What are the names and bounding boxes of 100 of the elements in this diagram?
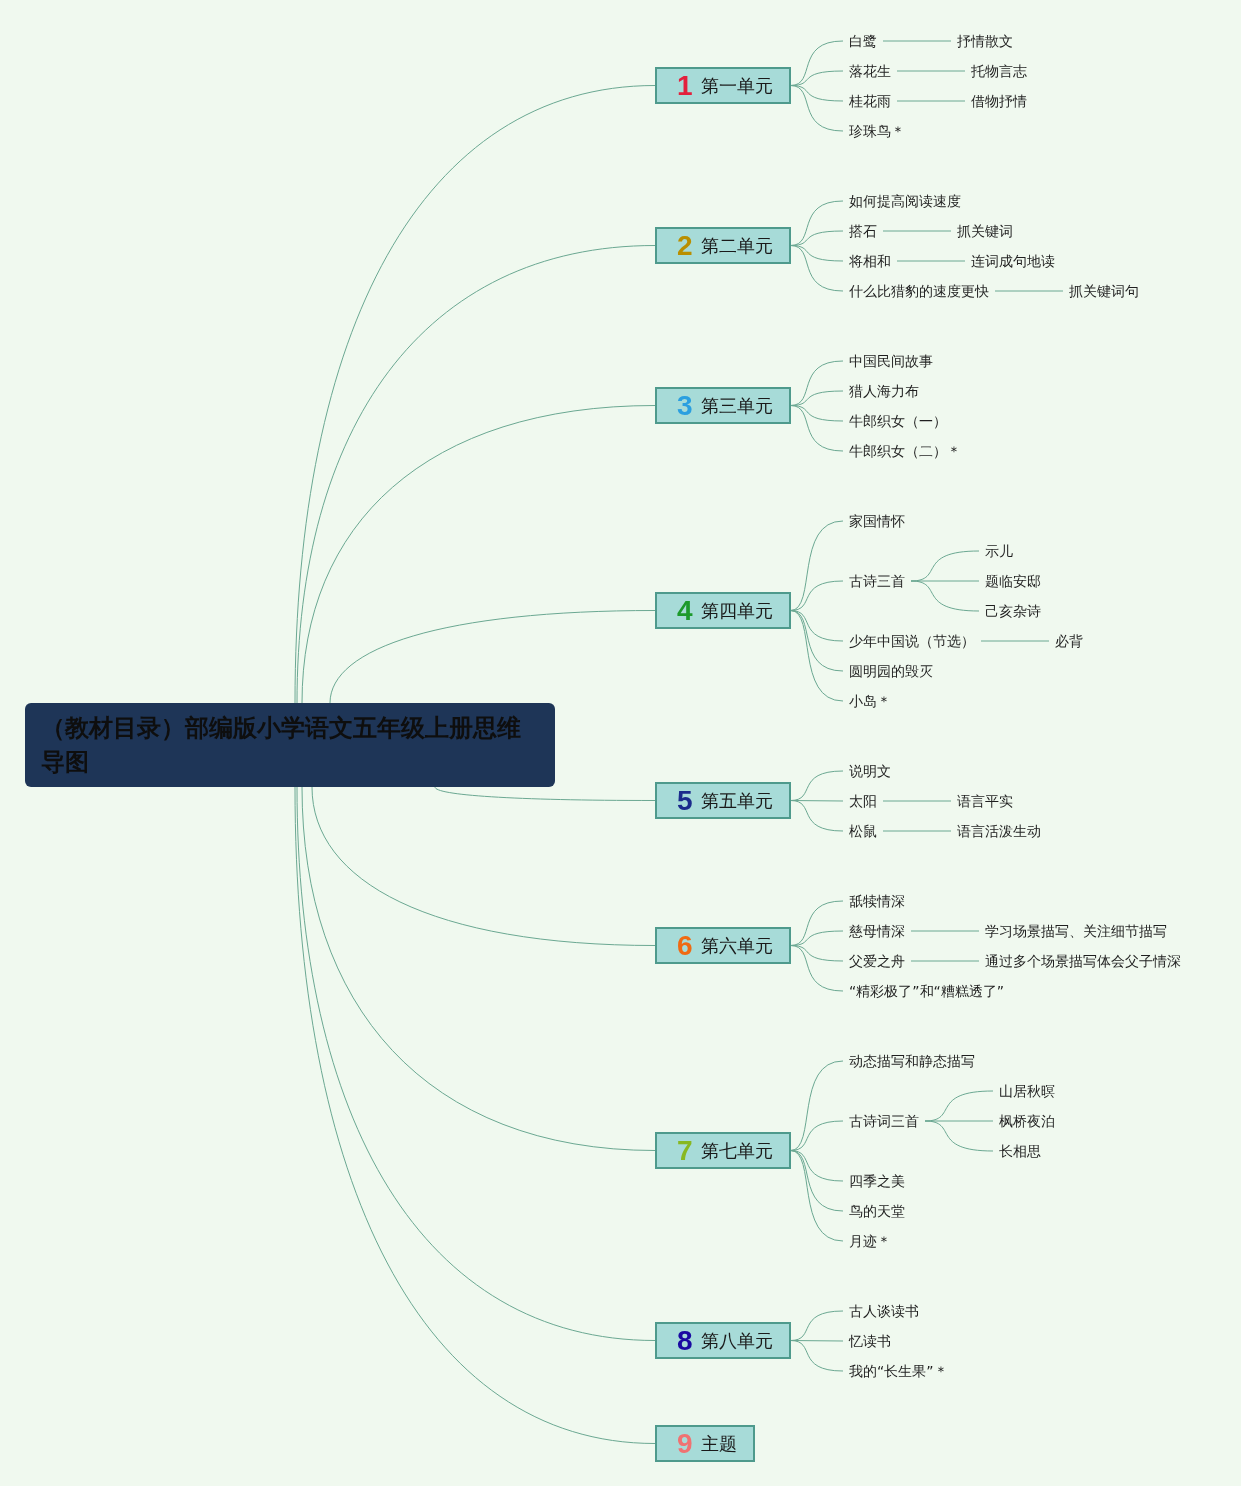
- connector-line: [790, 1060, 844, 1151]
- connector-line: [296, 786, 656, 1341]
- connector-line: [896, 260, 966, 262]
- connector-line: [896, 100, 966, 102]
- connector-line: [301, 786, 656, 1151]
- topic-label: 抒情散文: [951, 31, 1019, 51]
- connector-line: [790, 245, 844, 292]
- topic-label: 珍珠鸟＊: [843, 121, 911, 141]
- unit-box: [655, 1425, 755, 1462]
- topic-label: 家国情怀: [843, 511, 911, 531]
- connector-line: [296, 245, 656, 704]
- topic-label: 搭石: [843, 221, 883, 241]
- topic-label: 连词成句地读: [965, 251, 1061, 271]
- connector-line: [790, 610, 844, 702]
- topic-label: 月迹＊: [843, 1231, 897, 1251]
- connector-line: [790, 800, 844, 832]
- unit-title: 主题: [700, 1432, 737, 1456]
- topic-label: 说明文: [843, 761, 897, 781]
- unit-box: [655, 67, 791, 104]
- topic-label: 我的“长生果”＊: [843, 1361, 954, 1381]
- unit-number: 7: [677, 1136, 693, 1165]
- unit-box: [655, 1322, 791, 1359]
- unit-box: [655, 592, 791, 629]
- topic-label: 山居秋暝: [993, 1081, 1061, 1101]
- topic-label: 长相思: [993, 1141, 1047, 1161]
- topic-label: 桂花雨: [843, 91, 897, 111]
- topic-label: 什么比猎豹的速度更快: [843, 281, 995, 301]
- topic-label: 鸟的天堂: [843, 1201, 911, 1221]
- topic-label: 白鹭: [843, 31, 883, 51]
- connector-line: [311, 786, 656, 946]
- topic-label: 如何提高阅读速度: [843, 191, 967, 211]
- topic-label: 圆明园的毁灭: [843, 661, 939, 681]
- topic-label: 将相和: [843, 251, 897, 271]
- connector-line: [294, 786, 656, 1444]
- topic-label: 忆读书: [843, 1331, 897, 1351]
- connector-line: [294, 85, 656, 704]
- connector-line: [924, 1120, 994, 1152]
- topic-label: “精彩极了”和“糟糕透了”: [843, 981, 1010, 1001]
- unit-number: 5: [677, 786, 693, 815]
- unit-title: 第七单元: [700, 1139, 773, 1163]
- topic-label: 小岛＊: [843, 691, 897, 711]
- unit-box: [655, 1132, 791, 1169]
- topic-label: 少年中国说（节选）: [843, 631, 981, 651]
- topic-label: 古人谈读书: [843, 1301, 925, 1321]
- unit-number: 9: [677, 1429, 693, 1458]
- topic-label: 落花生: [843, 61, 897, 81]
- unit-number: 8: [677, 1326, 693, 1355]
- connector-line: [882, 230, 952, 232]
- connector-line: [882, 40, 952, 42]
- unit-title: 第四单元: [700, 599, 773, 623]
- topic-label: 抓关键词: [951, 221, 1019, 241]
- unit-box: [655, 927, 791, 964]
- unit-title: 第八单元: [700, 1329, 773, 1353]
- topic-label: 借物抒情: [965, 91, 1033, 111]
- connector-line: [896, 70, 966, 72]
- connector-line: [910, 930, 980, 932]
- connector-line: [329, 610, 656, 704]
- topic-label: 托物言志: [965, 61, 1033, 81]
- topic-label: 动态描写和静态描写: [843, 1051, 981, 1071]
- topic-label: 四季之美: [843, 1171, 911, 1191]
- connector-line: [790, 1340, 844, 1372]
- unit-title: 第一单元: [700, 74, 773, 98]
- unit-title: 第三单元: [700, 394, 773, 418]
- topic-label: 通过多个场景描写体会父子情深: [979, 951, 1187, 971]
- connector-line: [994, 290, 1064, 292]
- topic-label: 松鼠: [843, 821, 883, 841]
- connector-line: [790, 520, 844, 611]
- unit-number: 1: [677, 71, 693, 100]
- topic-label: 牛郎织女（二）＊: [843, 441, 967, 461]
- topic-label: 语言活泼生动: [951, 821, 1047, 841]
- topic-label: 父爱之舟: [843, 951, 911, 971]
- topic-label: 古诗三首: [843, 571, 911, 591]
- topic-label: 示儿: [979, 541, 1019, 561]
- topic-label: 学习场景描写、关注细节描写: [979, 921, 1173, 941]
- unit-box: [655, 782, 791, 819]
- unit-title: 第五单元: [700, 789, 773, 813]
- topic-label: 抓关键词句: [1063, 281, 1145, 301]
- unit-title: 第六单元: [700, 934, 773, 958]
- topic-label: 慈母情深: [843, 921, 911, 941]
- connector-line: [882, 800, 952, 802]
- unit-box: [655, 227, 791, 264]
- unit-box: [655, 387, 791, 424]
- connector-line: [882, 830, 952, 832]
- connector-line: [790, 945, 844, 992]
- unit-number: 4: [677, 596, 693, 625]
- topic-label: 中国民间故事: [843, 351, 939, 371]
- unit-title: 第二单元: [700, 234, 773, 258]
- connector-line: [910, 580, 980, 612]
- topic-label: 舐犊情深: [843, 891, 911, 911]
- root-topic-box: （教材目录）部编版小学语文五年级上册思维导图: [25, 703, 555, 787]
- topic-label: 古诗词三首: [843, 1111, 925, 1131]
- unit-number: 6: [677, 931, 693, 960]
- topic-label: 必背: [1049, 631, 1089, 651]
- connector-line: [790, 405, 844, 452]
- connector-line: [910, 960, 980, 962]
- connector-line: [790, 85, 844, 132]
- connector-line: [301, 405, 656, 704]
- connector-line: [434, 786, 656, 801]
- unit-number: 3: [677, 391, 693, 420]
- topic-label: 太阳: [843, 791, 883, 811]
